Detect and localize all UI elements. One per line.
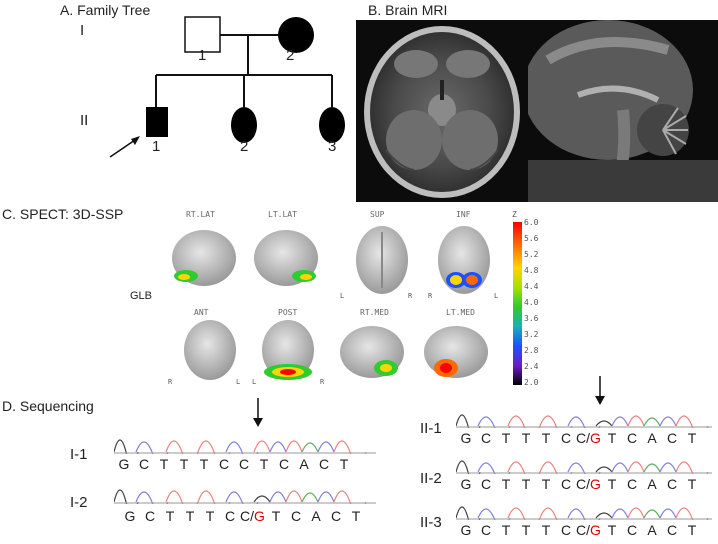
mutation-arrow-left — [253, 398, 263, 427]
individual-ii1-male-affected — [146, 107, 168, 137]
label-ii2: 2 — [240, 138, 249, 155]
lr-right-ant: R — [168, 378, 173, 386]
mutation-base-ii2: G — [590, 476, 601, 492]
mutation-base-i2: G — [254, 508, 265, 524]
chromatogram-i2 — [114, 489, 376, 504]
panel-d-title: D. Sequencing — [2, 398, 94, 414]
view-label-rt-lat: RT.LAT — [186, 210, 215, 219]
generation-ii-label: II — [80, 112, 89, 129]
view-label-ant: ANT — [194, 308, 209, 317]
panel-c-title: C. SPECT: 3D-SSP — [2, 206, 124, 222]
lr-left-inf: L — [494, 292, 499, 300]
individual-i2-female-affected — [278, 17, 314, 53]
lr-right-post: R — [320, 378, 325, 386]
chromatogram-ii1 — [456, 414, 712, 428]
panel-a-title: A. Family Tree — [60, 2, 151, 18]
colorbar-tick: 2.0 — [524, 378, 539, 387]
view-label-sup: SUP — [370, 210, 385, 219]
lr-left-post: L — [252, 378, 257, 386]
colorbar-tick: 5.6 — [524, 234, 539, 243]
mri-axial-image — [356, 20, 528, 202]
mutation-base-ii3: G — [590, 522, 601, 538]
individual-ii2-female-affected — [231, 107, 257, 143]
panel-b-title: B. Brain MRI — [368, 2, 448, 18]
colorbar-tick: 4.8 — [524, 266, 539, 275]
zscore-colorbar — [513, 222, 522, 385]
seq-label-ii1: II-1 — [420, 420, 442, 437]
lr-left-ant: L — [236, 378, 241, 386]
individual-ii3-female-affected — [319, 107, 345, 143]
view-label-lt-lat: LT.LAT — [268, 210, 297, 219]
colorbar-tick: 2.8 — [524, 346, 539, 355]
colorbar-tick: 6.0 — [524, 218, 539, 227]
view-label-inf: INF — [456, 210, 471, 219]
view-label-lt-med: LT.MED — [446, 308, 475, 317]
view-label-rt-med: RT.MED — [360, 308, 389, 317]
mutation-arrow-right — [595, 376, 605, 405]
pedigree-diagram — [109, 16, 345, 158]
seq-label-i2: I-2 — [70, 494, 88, 511]
individual-i1-male — [184, 16, 221, 53]
colorbar-tick: 4.4 — [524, 282, 539, 291]
label-i2: 2 — [286, 47, 295, 64]
colorbar-tick: 3.2 — [524, 330, 539, 339]
label-ii1: 1 — [152, 138, 161, 155]
seq-label-ii2: II-2 — [420, 470, 442, 487]
spect-brain-views — [172, 226, 490, 380]
mri-sagittal-image — [528, 20, 718, 202]
chromatogram-ii2 — [456, 460, 712, 474]
spect-row-label: GLB — [130, 290, 153, 302]
colorbar-tick: 2.4 — [524, 362, 539, 371]
colorbar-tick: 5.2 — [524, 250, 539, 259]
colorbar-tick: 4.0 — [524, 298, 539, 307]
lr-right-sup: R — [408, 292, 413, 300]
seq-label-ii3: II-3 — [420, 514, 442, 531]
view-label-post: POST — [278, 308, 298, 317]
label-i1: 1 — [198, 47, 207, 64]
chromatogram-i1 — [114, 439, 376, 454]
mutation-base-ii1: G — [590, 430, 601, 446]
label-ii3: 3 — [328, 138, 337, 155]
seq-label-i1: I-1 — [70, 446, 88, 463]
chromatogram-ii3 — [456, 506, 712, 520]
generation-i-label: I — [80, 22, 85, 39]
colorbar-tick: 3.6 — [524, 314, 539, 323]
lr-right-inf: R — [428, 292, 433, 300]
colorbar-z-label: Z — [512, 210, 517, 219]
lr-left-sup: L — [340, 292, 345, 300]
